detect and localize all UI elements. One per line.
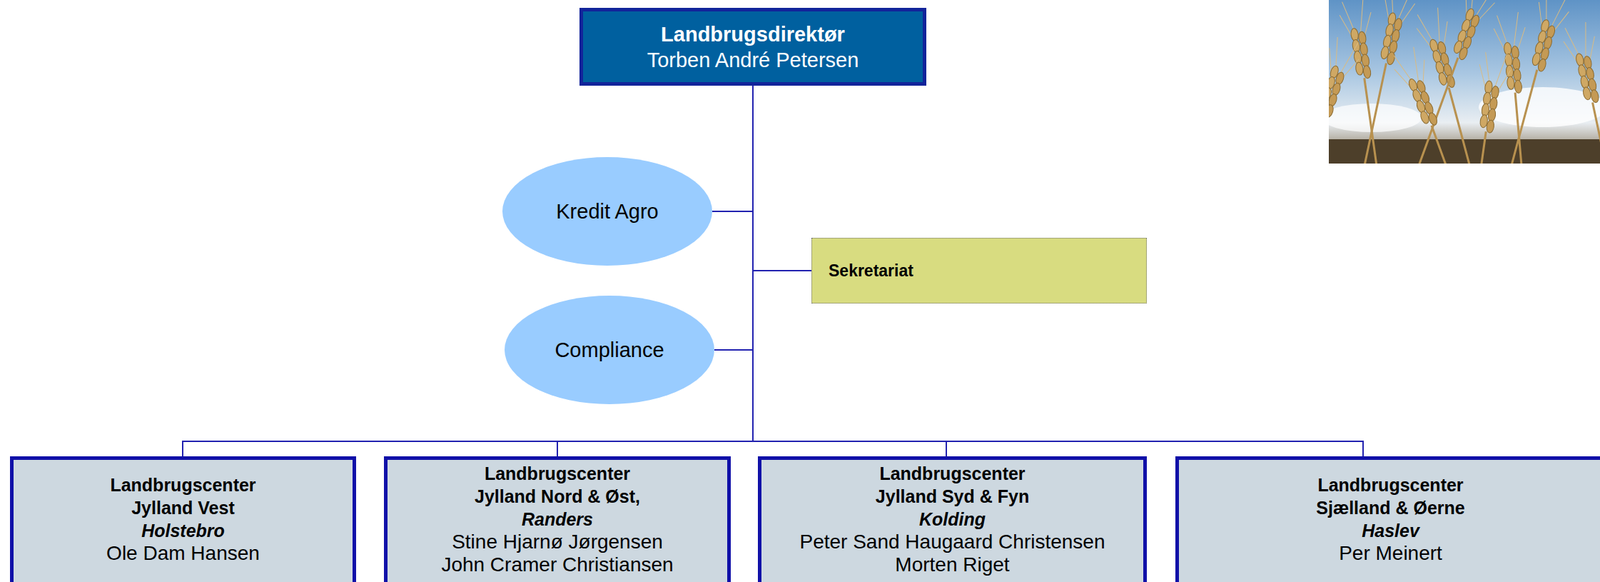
city-label: Haslev (1361, 518, 1420, 542)
node-content: Sekretariat (812, 238, 1147, 303)
wheat-ear (1328, 34, 1364, 164)
director-box: LandbrugsdirektørTorben André Petersen (579, 7, 927, 86)
org-connector (752, 85, 1364, 457)
heading-line: Sjælland & Øerne (1315, 495, 1465, 519)
wheat-ear (1490, 0, 1573, 164)
org-connector (714, 85, 753, 350)
wheat-ear (1413, 6, 1496, 164)
wheat-photo (1328, 0, 1600, 164)
person-name: Ole Dam Hansen (106, 541, 260, 565)
node-content: Landbrugscenter Sjælland & ØerneHaslevPe… (1178, 459, 1600, 579)
staff-ellipse: Compliance (504, 295, 715, 404)
person-name: Per Meinert (1338, 541, 1443, 565)
org-connector (712, 85, 753, 212)
ellipse-fill (504, 295, 715, 404)
wheat-ear (1389, 44, 1488, 164)
center-box: Landbrugscenter Jylland Nord & Øst,Rande… (383, 456, 731, 582)
org-connector (182, 85, 753, 457)
node-content: Kredit Agro (502, 157, 713, 266)
center-heading: Landbrugscenter Jylland Vest (109, 473, 256, 519)
heading-line: Jylland Nord & Øst, (474, 484, 641, 508)
node-content: Compliance (504, 295, 715, 404)
secretariat-box: Sekretariat (811, 237, 1147, 304)
staff-ellipse: Kredit Agro (502, 157, 713, 266)
heading-line: Landbrugscenter (474, 461, 641, 485)
wheat-ear (1337, 0, 1397, 164)
heading-line: Jylland Syd & Fyn (875, 484, 1030, 508)
center-heading: Landbrugscenter Jylland Syd & Fyn (875, 461, 1030, 508)
person-name: Stine Hjarnø Jørgensen (451, 530, 663, 554)
heading-line: Landbrugscenter (875, 461, 1030, 485)
node-label: Compliance (554, 337, 664, 362)
ellipse-fill (502, 157, 713, 266)
node-content: Landbrugscenter Jylland VestHolstebroOle… (13, 459, 353, 579)
node-content: Landbrugscenter Jylland Nord & Øst,Rande… (387, 459, 728, 579)
heading-line: Landbrugscenter (1315, 473, 1465, 496)
heading-line: Landbrugscenter (109, 473, 256, 496)
node-label: Sekretariat (828, 261, 914, 281)
city-label: Holstebro (141, 518, 225, 542)
person-name: John Cramer Christiansen (441, 553, 673, 576)
node-label: Kredit Agro (555, 199, 658, 224)
center-box: Landbrugscenter Jylland Syd & FynKolding… (757, 456, 1147, 582)
wheat-ear (1560, 20, 1600, 164)
node-content: Landbrugscenter Jylland Syd & FynKolding… (761, 459, 1144, 579)
node-content: LandbrugsdirektørTorben André Petersen (583, 11, 923, 83)
person-name: Peter Sand Haugaard Christensen (799, 530, 1105, 554)
person-name: Morten Riget (894, 553, 1010, 576)
wheat-ear (1453, 49, 1513, 164)
org-connector (752, 85, 812, 271)
city-label: Kolding (919, 507, 986, 531)
city-label: Randers (521, 507, 594, 531)
wheat-ear (1345, 0, 1419, 164)
center-box: Landbrugscenter Sjælland & ØerneHaslevPe… (1175, 456, 1600, 582)
center-box: Landbrugscenter Jylland VestHolstebroOle… (9, 456, 357, 582)
center-heading: Landbrugscenter Sjælland & Øerne (1315, 473, 1465, 519)
heading-line: Jylland Vest (109, 495, 256, 519)
person-name: Torben André Petersen (647, 47, 860, 73)
center-heading: Landbrugscenter Jylland Nord & Øst, (474, 461, 641, 508)
role-title: Landbrugsdirektør (660, 21, 845, 48)
